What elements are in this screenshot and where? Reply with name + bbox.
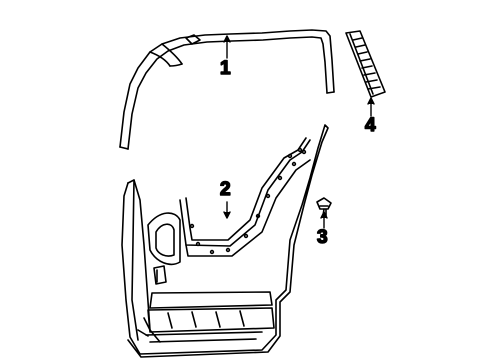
leader-4-arrow (367, 97, 375, 105)
leader-2-arrow (223, 211, 231, 219)
callout-1: 1 (220, 58, 231, 79)
leader-3-arrow (320, 211, 328, 219)
callout-4: 4 (365, 115, 376, 136)
leader-1-arrow (223, 35, 231, 43)
part-2-door-trim-panel (121, 124, 329, 358)
callout-3: 3 (317, 227, 328, 248)
part-1-window-weatherstrip (119, 29, 335, 150)
leader-lines (223, 35, 375, 229)
part-4-pillar-trim (345, 30, 386, 98)
callout-2: 2 (220, 179, 231, 200)
